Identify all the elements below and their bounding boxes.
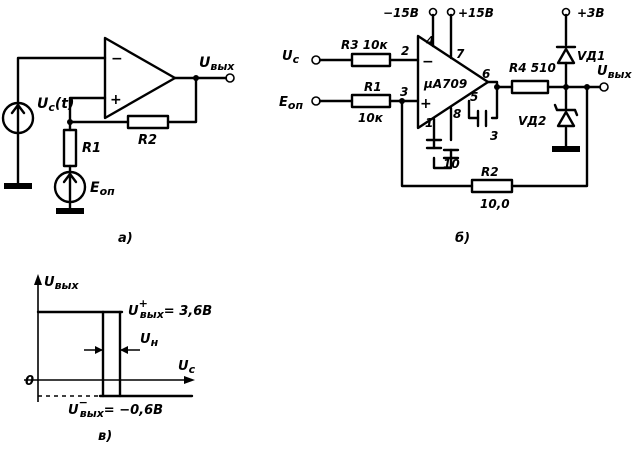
- terminal-a-out: [225, 73, 235, 83]
- resistor-r1-a: [62, 128, 78, 168]
- terminal-pos-supply: [446, 7, 456, 17]
- low-level-label: U−вых= −0,6В: [68, 396, 163, 420]
- pin5-label: 5: [470, 90, 478, 104]
- opamp-b-minus: −: [422, 54, 434, 70]
- r4-label: R4 510: [509, 61, 556, 75]
- caption-b: б): [455, 231, 470, 246]
- source-uc-arrow: [10, 103, 26, 133]
- junction-b-pin6: [494, 84, 500, 90]
- uc-b-label: Uc: [282, 49, 300, 66]
- r2-b-label: R2: [481, 165, 499, 179]
- cap10-label: 10: [443, 157, 460, 171]
- opamp-a-plus: +: [110, 92, 122, 108]
- wire-b-cap10: [432, 106, 453, 170]
- caption-c: в): [98, 429, 112, 444]
- terminal-b-out: [599, 82, 609, 92]
- capacitor-10-plates: [432, 138, 453, 160]
- resistor-r3: [350, 52, 392, 68]
- opamp-a-minus: −: [111, 51, 123, 67]
- output-a-label: Uвых: [199, 55, 235, 73]
- hyst-arrowhead-left: [95, 346, 103, 354]
- pin8-label: 8: [453, 107, 461, 121]
- source-uc-label: Uc(t): [37, 96, 74, 114]
- opamp-b-plus: +: [420, 96, 432, 112]
- terminal-plus3v: [561, 7, 571, 17]
- opamp-a: [103, 36, 177, 120]
- x-axis-label: Uc: [178, 359, 196, 376]
- pin1-label: 1: [425, 116, 433, 130]
- diagram-b: − + μA709 −15В 4 +15В 7 R3 10к 2 Uc R1 1…: [279, 6, 632, 246]
- eop-a-label: Eоп: [90, 180, 115, 198]
- y-axis-label: Uвых: [44, 275, 79, 292]
- cap3-label: 3: [490, 129, 498, 143]
- y-axis-arrow: [34, 274, 42, 285]
- wire-a-source: [16, 56, 107, 104]
- terminal-neg-supply: [428, 7, 438, 17]
- output-b-label: Uвых: [597, 64, 632, 81]
- capacitor-10: [425, 138, 460, 160]
- ground-b: [552, 146, 580, 152]
- neg-supply-label: −15В: [383, 6, 419, 20]
- source-eop-arrow: [62, 172, 78, 202]
- resistor-r4: [510, 79, 550, 95]
- chip-label: μA709: [423, 77, 467, 91]
- origin-label: 0: [25, 374, 34, 389]
- vd2-label: VД2: [518, 114, 546, 128]
- r1-a-label: R1: [82, 141, 101, 156]
- junction-b-fb: [584, 84, 590, 90]
- wire-b-output: [486, 80, 602, 89]
- diagram-c: Uвых Uc 0 Uн U+вых= 3,6В U−вых= −0,6В в): [24, 274, 212, 444]
- wire-b-cap3: [467, 88, 499, 120]
- ground-a-source: [4, 183, 32, 189]
- wire-b-feedback: [400, 85, 589, 188]
- vd1-label: VД1: [577, 49, 605, 63]
- eop-b-label: Eоп: [279, 95, 303, 112]
- pin3-label: 3: [400, 85, 408, 99]
- x-axis-arrow: [184, 376, 195, 384]
- resistor-r1-b: [350, 93, 392, 109]
- capacitor-3: [476, 109, 488, 128]
- hyst-arrowhead-right: [120, 346, 128, 354]
- pos-supply-label: +15В: [458, 6, 494, 20]
- caption-a: а): [118, 231, 133, 246]
- resistor-r2-b: [470, 178, 514, 194]
- diode-vd2: [556, 110, 576, 128]
- wire-a-feedback: [68, 76, 198, 124]
- diagram-a: − + Uc(t) Uвых R2 R1 Eоп а): [1, 36, 235, 246]
- r3-label: R3 10к: [341, 38, 388, 52]
- opamp-b: [416, 34, 490, 130]
- pin4-label: 4: [425, 34, 434, 48]
- r2-a-label: R2: [138, 133, 157, 148]
- high-level-label: U+вых= 3,6В: [128, 297, 212, 321]
- pin6-label: 6: [482, 67, 490, 81]
- diode-vd1: [556, 47, 576, 65]
- hyst-label: Uн: [140, 332, 159, 349]
- pin7-label: 7: [456, 47, 465, 61]
- resistor-r2-a: [126, 114, 170, 130]
- plus3v-label: +3В: [577, 6, 605, 20]
- diode-vd2-bar: [553, 103, 579, 117]
- ground-a-eop: [56, 208, 84, 214]
- r1-b-label: R1: [364, 80, 382, 94]
- pin2-label: 2: [401, 44, 409, 58]
- r2-b-value: 10,0: [480, 197, 510, 211]
- r1-b-value: 10к: [358, 111, 384, 125]
